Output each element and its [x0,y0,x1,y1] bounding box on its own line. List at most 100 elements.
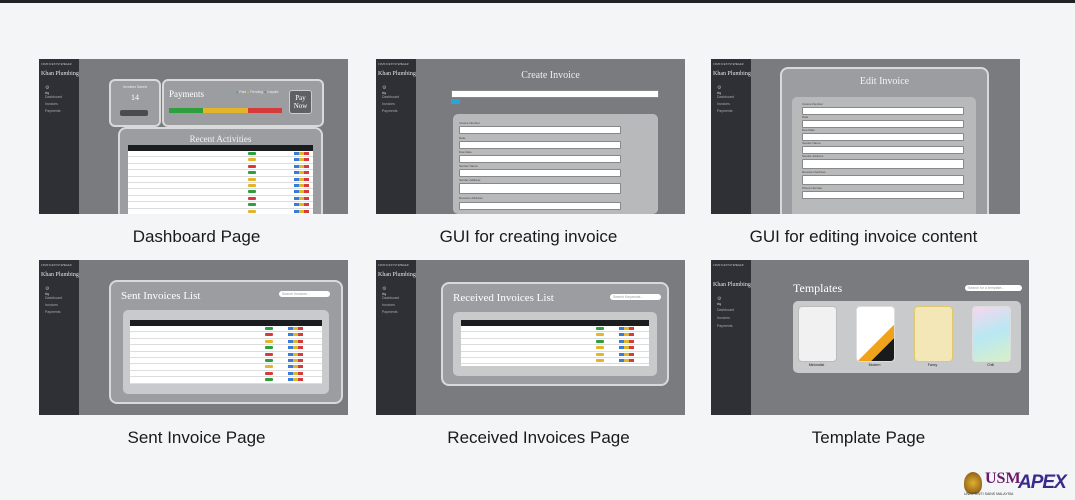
sidebar-item-dashboard[interactable]: Dashboard [45,95,63,99]
template-select[interactable] [451,90,659,98]
field-label: Due Date [459,150,472,154]
caption-edit: GUI for editing invoice content [749,227,978,246]
sidebar-item-invoices[interactable]: Invoices [382,303,395,307]
table-row [128,157,313,164]
table-row [130,377,322,384]
due-date-input[interactable] [802,133,964,141]
sidebar-item-payments[interactable]: Payments [717,324,733,328]
phone-number-input[interactable] [802,191,964,199]
sidebar-item-dashboard[interactable]: Dashboard [382,95,400,99]
sidebar-item-invoices[interactable]: Invoices [717,102,730,106]
templates-grid: Minimalist Modern Fancy Chill [793,301,1021,373]
recent-activities-table [128,145,313,214]
table-row [461,345,649,352]
sidebar-icons: ⚙ ⇆ [382,85,397,97]
legend-pending: Pending [250,90,264,94]
sidebar-item-dashboard[interactable]: Dashboard [382,296,400,300]
payments-panel: Payments ● Paid ● Pending ● Unpaid Pay N… [162,79,324,127]
caption-template: Template Page [811,428,926,447]
caption-dashboard: Dashboard Page [132,227,261,246]
sent-invoices-title: Sent Invoices List [121,290,201,302]
table-row [130,339,322,346]
sidebar-item-payments[interactable]: Payments [382,310,398,314]
university-name: UNIVERSITI SAINS MALAYSIA [964,492,1014,496]
received-invoices-table [461,320,649,366]
sidebar-item-dashboard[interactable]: Dashboard [717,95,735,99]
sidebar-item-invoices[interactable]: Invoices [382,102,395,106]
invoice-number-input[interactable] [459,126,621,134]
sidebar-icons: ⚙ ⇆ [717,85,732,97]
table-row [128,183,313,190]
table-row [130,345,322,352]
payments-progress-bar [169,108,283,113]
app-name: Khan Plumbing [378,71,416,77]
template-label: Chill [987,363,994,367]
payments-legend: ● Paid ● Pending ● Unpaid [236,90,279,94]
search-input[interactable]: Search Keywords... [610,294,661,300]
table-row [461,332,649,339]
template-chill[interactable] [972,306,1011,362]
sender-name-input[interactable] [802,146,964,154]
brand-label: INVOICESYSTEMEEER [713,63,744,66]
sidebar-item-payments[interactable]: Payments [382,109,398,113]
sidebar-item-payments[interactable]: Payments [45,109,61,113]
sidebar: INVOICESYSTEMEEER Khan Plumbing ⚙ ⇆ Dash… [39,260,79,415]
table-row [128,189,313,196]
invoice-number-input[interactable] [802,107,964,115]
table-row [461,352,649,358]
field-label: Sender Address [459,178,481,182]
sidebar-icons: ⚙ ⇆ [45,85,60,97]
recent-activities-title: Recent Activities [189,134,252,144]
due-date-input[interactable] [459,155,621,163]
table-row [461,358,649,365]
sidebar-item-invoices[interactable]: Invoices [45,303,58,307]
template-label: Modern [868,363,881,367]
table-row [130,364,322,371]
app-name: Khan Plumbing [41,272,79,278]
table-row [130,371,322,378]
app-name: Khan Plumbing [713,282,751,288]
pay-now-button[interactable]: Pay Now [289,90,312,114]
date-input[interactable] [802,120,964,128]
caption-sent: Sent Invoice Page [127,428,266,447]
search-input[interactable]: Search Invoices... [279,291,330,297]
date-input[interactable] [459,141,621,149]
edit-invoice-form: Invoice Number Date Due Date Sender Name… [792,97,976,214]
field-label: Receiver Address [802,170,826,174]
choose-button[interactable] [451,99,460,104]
table-row [461,326,649,333]
sidebar-item-invoices[interactable]: Invoices [45,102,58,106]
sidebar-item-payments[interactable]: Payments [45,310,61,314]
template-minimalist[interactable] [798,306,837,362]
brand-label: INVOICESYSTEMEEER [713,264,744,267]
template-fancy[interactable] [914,306,953,362]
legend-unpaid: Unpaid [267,90,279,94]
sidebar-item-dashboard[interactable]: Dashboard [45,296,63,300]
received-invoices-screenshot: INVOICESYSTEMEEER Khan Plumbing ⚙ ⇆ Dash… [376,260,685,415]
table-row [461,339,649,346]
field-label: Sender Address [802,154,824,158]
templates-title: Templates [793,281,843,295]
brand-label: INVOICESYSTEMEEER [41,63,72,66]
view-invoices-button[interactable] [120,110,148,116]
edit-invoice-screenshot: INVOICESYSTEMEEER Khan Plumbing ⚙ ⇆ Dash… [711,59,1020,214]
sender-name-input[interactable] [459,169,621,177]
receiver-address-input[interactable] [802,175,964,185]
receiver-address-input[interactable] [459,202,621,210]
recent-activities-panel: Recent Activities [118,127,323,214]
sidebar-item-payments[interactable]: Payments [717,109,733,113]
received-invoices-panel: Received Invoices List Search Keywords..… [441,282,669,386]
dashboard-screenshot: INVOICESYSTEMEEER Khan Plumbing ⚙ ⇆ Dash… [39,59,348,214]
template-modern[interactable] [856,306,895,362]
sidebar-item-dashboard[interactable]: Dashboard [717,308,735,312]
sidebar-item-invoices[interactable]: Invoices [717,316,730,320]
sidebar-icons: ⚙ ⇆ [717,296,732,308]
field-label: Date [802,115,809,119]
field-label: Due Date [802,128,815,132]
brand-label: INVOICESYSTEMEEER [378,63,409,66]
sender-address-input[interactable] [459,183,621,194]
sender-address-input[interactable] [802,159,964,169]
table-row [128,170,313,177]
template-search-input[interactable]: Search for a template... [965,285,1022,291]
table-row [130,352,322,358]
